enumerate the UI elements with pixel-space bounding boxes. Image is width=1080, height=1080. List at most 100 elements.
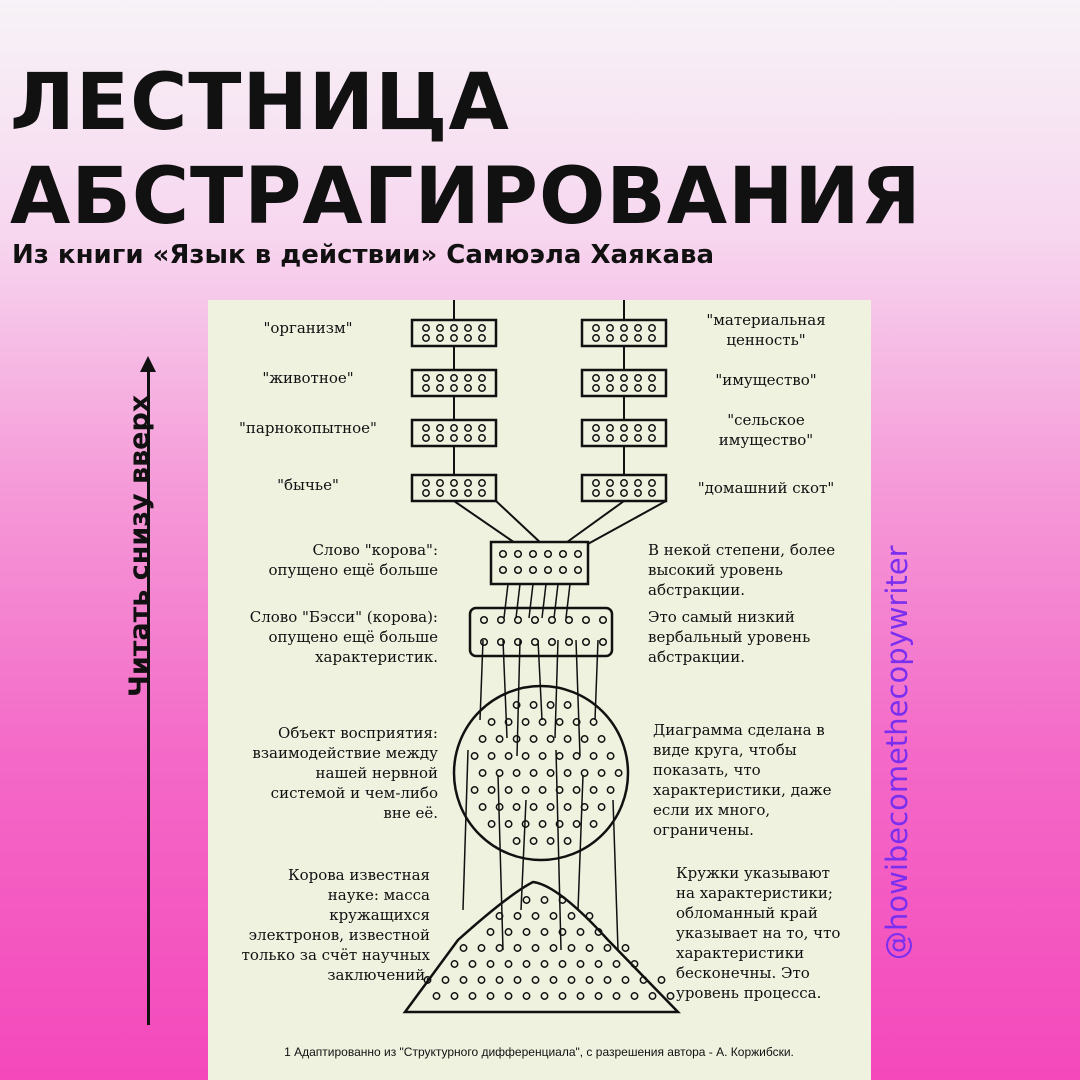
object-dot [512,735,521,743]
object-dot [521,786,530,794]
object-dot [606,752,615,760]
process-dot [639,976,648,984]
process-dot [612,992,621,1000]
object-dot [597,769,606,777]
left-level-dot [478,384,486,392]
right-level-dot [620,334,628,342]
left-level-dot [422,479,430,487]
left-level-dot [436,479,444,487]
process-dot [585,944,594,952]
process-dot [576,992,585,1000]
thread-line [462,749,469,911]
process-dot [648,992,657,1000]
cow-box-dot [573,565,583,575]
object-dot [546,735,555,743]
process-dot [603,976,612,984]
cow-box-dot [558,549,568,559]
object-dot [529,769,538,777]
right-level-box-farm-property [580,418,668,448]
process-dot [450,960,459,968]
right-level-dot [634,384,642,392]
left-level-dot [436,424,444,432]
process-dot [630,992,639,1000]
left-level-dot [478,434,486,442]
process-dot [486,928,495,936]
left-level-dot [436,334,444,342]
object-dot [546,837,555,845]
title-line-2: АБСТРАГИРОВАНИЯ [10,152,922,242]
left-level-dot [464,479,472,487]
object-dot [563,735,572,743]
left-level-dot [464,334,472,342]
process-dot [468,992,477,1000]
object-dot [470,752,479,760]
right-level-dot [606,324,614,332]
read-direction-label: Читать снизу вверх [124,394,155,697]
object-dot [546,701,555,709]
process-mound [402,880,681,1014]
object-dot [512,701,521,709]
right-level-dot [648,424,656,432]
bessie-box-dot [598,615,608,625]
left-level-dot [422,434,430,442]
object-dot [563,837,572,845]
note-cow-left: Слово "корова":опущено ещё больше [268,541,438,579]
process-dot [495,976,504,984]
bessie-box-dot [479,637,489,647]
left-level-dot [464,374,472,382]
object-dot [546,769,555,777]
right-level-dot [606,374,614,382]
thread-line [565,583,571,619]
process-dot [540,896,549,904]
object-dot [504,820,513,828]
connector-line [453,500,519,546]
object-dot [538,752,547,760]
left-level-dot [464,424,472,432]
thread-line [479,639,484,721]
thread-line [541,583,547,619]
left-level-dot [464,384,472,392]
thread-line [594,639,599,721]
process-dot [594,992,603,1000]
object-dot [563,701,572,709]
left-level-label: "организм" [263,319,352,337]
left-level-dot [450,434,458,442]
object-dot [555,820,564,828]
process-dot [522,992,531,1000]
bessie-box-dot [479,615,489,625]
bessie-box-dot [547,637,557,647]
object-dot [529,735,538,743]
right-level-dot [634,334,642,342]
left-level-label: "парнокопытное" [239,419,377,437]
process-dot [549,976,558,984]
process-dot [549,944,558,952]
thread-line [575,639,581,757]
cow-box-dot [513,549,523,559]
process-dot [450,992,459,1000]
process-dot [477,976,486,984]
bessie-box-dot [513,637,523,647]
left-level-dot [436,489,444,497]
right-level-dot [648,324,656,332]
left-level-dot [478,424,486,432]
left-level-box-animal [410,368,498,398]
bessie-box-dot [581,615,591,625]
process-dot [513,976,522,984]
cow-box-dot [513,565,523,575]
right-level-box-material-value [580,318,668,348]
left-level-dot [478,479,486,487]
diagram-caption: 1 Адаптированно из "Структурного диффере… [284,1045,794,1059]
object-dot [597,735,606,743]
bessie-box-dot [581,637,591,647]
object-dot [495,769,504,777]
process-dot [630,960,639,968]
left-level-dot [478,374,486,382]
cow-box-dot [498,549,508,559]
right-level-dot [592,489,600,497]
left-level-dot [450,479,458,487]
right-level-dot [606,334,614,342]
